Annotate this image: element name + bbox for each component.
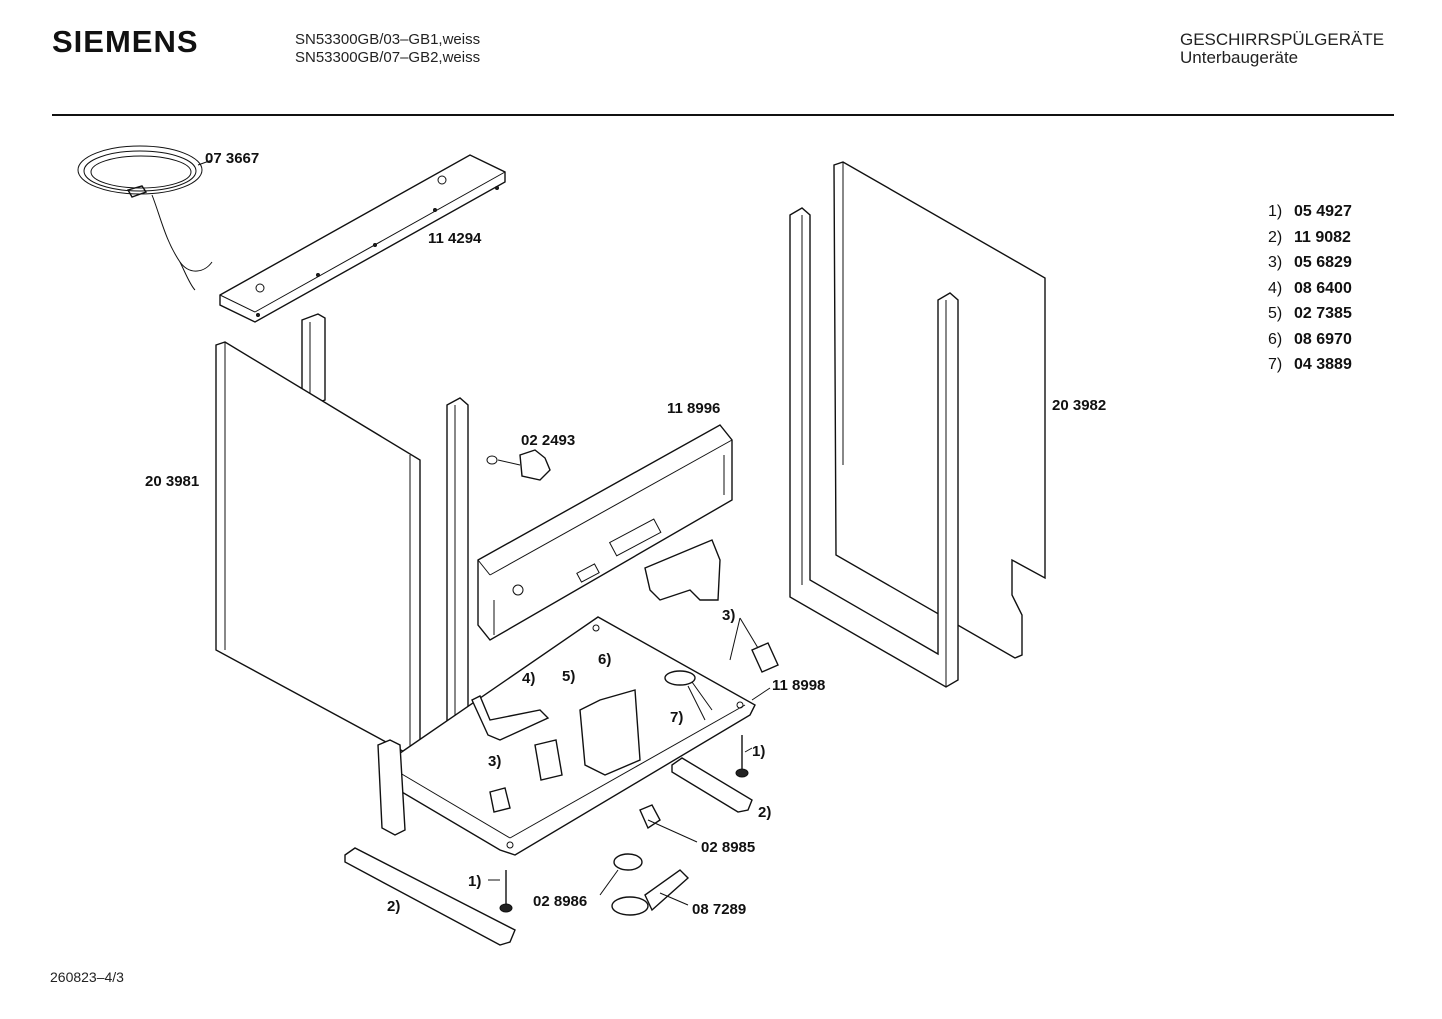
foot-left-icon (344, 847, 516, 946)
float-icon (613, 853, 643, 871)
foot-right-icon (671, 757, 753, 813)
ref-2-left: 2) (387, 898, 400, 915)
screw-right-icon (735, 735, 749, 778)
legend-key: 4) (1268, 279, 1283, 297)
parts-legend: 1)05 4927 2)11 9082 3)05 6829 4)08 6400 … (1268, 199, 1352, 378)
appliance-category: GESCHIRRSPÜLGERÄTE Unterbaugeräte (1180, 31, 1384, 67)
legend-part-number: 05 6829 (1294, 254, 1352, 271)
legend-row: 1) 05 4927 (1268, 199, 1352, 225)
brand-logo: SIEMENS (52, 24, 199, 59)
left-side-panel-icon (215, 341, 421, 756)
ref-3-right: 3) (722, 607, 735, 624)
legend-row: 6) 08 6970 (1268, 327, 1352, 353)
switch-icon (639, 804, 661, 830)
right-frame-icon (789, 207, 959, 688)
terminal-block-5-icon (534, 739, 563, 781)
ref-3-left: 3) (488, 753, 501, 770)
ref-7: 7) (670, 709, 683, 726)
label-power-cord: 07 3667 (205, 150, 259, 167)
base-frame-icon (389, 616, 756, 856)
bracket-6-icon (579, 689, 641, 776)
label-rear-panel: 11 8996 (667, 400, 720, 417)
legend-part-number: 08 6970 (1294, 330, 1352, 348)
legend-key: 7) (1268, 356, 1283, 373)
label-water-valve: 02 2493 (521, 432, 575, 449)
ref-2-right: 2) (758, 804, 771, 821)
legend-key: 6) (1268, 330, 1283, 348)
legend-part-number: 11 9082 (1294, 228, 1351, 246)
power-cord-icon (77, 145, 213, 291)
legend-key: 5) (1268, 305, 1283, 322)
legend-part-number: 04 3889 (1294, 356, 1352, 373)
panel-bracket-icon (377, 739, 406, 836)
label-base-frame: 11 8998 (772, 677, 825, 694)
hose-connector-icon (644, 539, 721, 601)
legend-row: 3) 05 6829 (1268, 250, 1352, 276)
legend-key: 1) (1268, 203, 1283, 220)
header-divider (52, 114, 1394, 116)
capacitor-7-icon (664, 670, 713, 721)
clip-3b-icon (751, 642, 779, 673)
legend-part-number: 05 4927 (1294, 203, 1352, 220)
model-numbers: SN53300GB/03–GB1,weiss SN53300GB/07–GB2,… (295, 31, 480, 67)
screw-left-icon (499, 870, 513, 913)
leader-lines (197, 159, 771, 906)
float-holder-icon (611, 869, 690, 916)
legend-row: 4) 08 6400 (1268, 276, 1352, 302)
ref-1-right: 1) (752, 743, 765, 760)
category-line-1: GESCHIRRSPÜLGERÄTE (1180, 30, 1385, 49)
ref-6: 6) (598, 651, 611, 668)
legend-part-number: 02 7385 (1294, 305, 1352, 322)
drawing-number: 260823–4/3 (50, 969, 124, 985)
clip-3a-icon (489, 787, 511, 813)
legend-row: 7) 04 3889 (1268, 352, 1352, 378)
model-line-1: SN53300GB/03–GB1,weiss (295, 31, 481, 48)
ref-4: 4) (522, 670, 535, 687)
ref-1-left: 1) (468, 873, 481, 890)
legend-row: 5) 02 7385 (1268, 301, 1352, 327)
category-line-2: Unterbaugeräte (1180, 48, 1299, 67)
label-switch-part: 02 8985 (701, 839, 755, 856)
top-strip-icon (219, 154, 506, 323)
legend-key: 2) (1268, 228, 1283, 246)
label-top-strip: 11 4294 (428, 230, 482, 247)
water-valve-icon (486, 449, 551, 481)
label-side-panel-left: 20 3981 (145, 473, 199, 490)
bracket-4-icon (471, 695, 550, 741)
model-line-2: SN53300GB/07–GB2,weiss (295, 49, 481, 66)
rear-panel-icon (477, 424, 733, 641)
label-float-holder: 08 7289 (692, 901, 746, 918)
legend-part-number: 08 6400 (1294, 279, 1352, 297)
ref-5: 5) (562, 668, 575, 685)
label-side-panel-right: 20 3982 (1052, 397, 1106, 414)
legend-row: 2) 11 9082 (1268, 225, 1352, 251)
legend-key: 3) (1268, 254, 1283, 271)
label-float-part: 02 8986 (533, 893, 587, 910)
